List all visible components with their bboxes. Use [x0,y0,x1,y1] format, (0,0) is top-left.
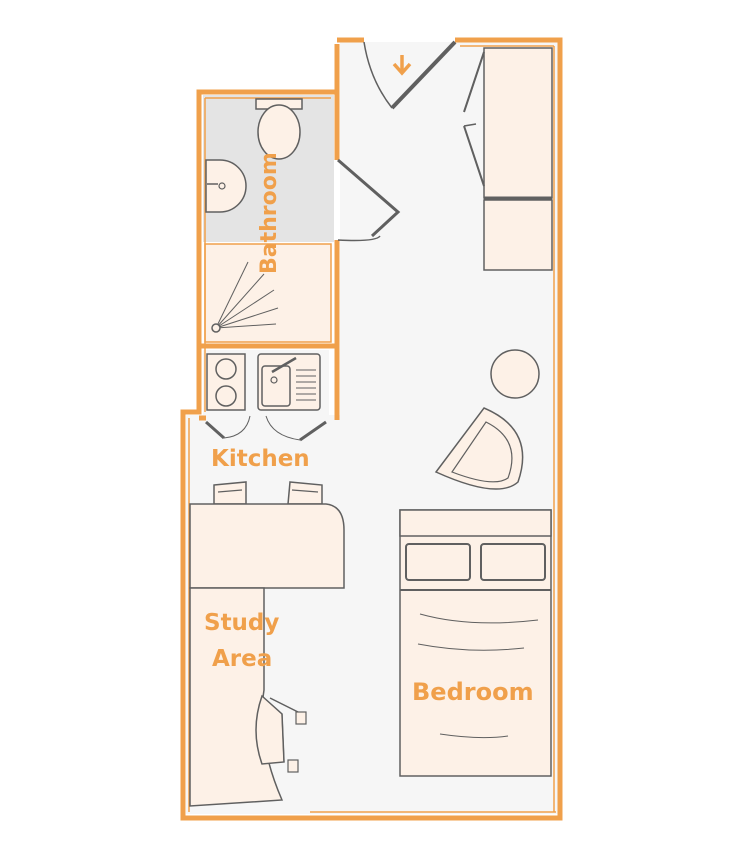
sink-basin [205,159,247,213]
duvet-fold-1 [419,613,539,624]
study-area-label-line1: Study [204,610,279,636]
bathroom-door[interactable] [337,158,401,242]
shower-tray [204,243,332,343]
entrance-door-leaf [390,40,457,110]
pillow-right [480,543,546,581]
bathroom-door-swing [337,235,381,242]
cupboard-door-left [205,420,225,440]
wardrobe-door-1 [463,51,485,113]
hob-ring-top [215,358,237,380]
breakfast-bar [189,503,345,589]
side-table [490,349,540,399]
hob-frame [206,353,246,411]
bathroom-label: Bathroom [257,152,282,274]
down-arrow-icon [392,55,412,76]
cupboard-swing-right [265,415,301,441]
toilet-bowl [257,104,301,160]
study-area-label-line2: Area [212,646,272,672]
draining-board [296,369,316,401]
entrance-door-swing [363,41,393,109]
interior-lines [188,45,556,813]
duvet-fold-2 [417,643,525,651]
kitchen-sink-drain [270,376,278,384]
cupboard-door-right [299,420,327,442]
desk-chair [255,694,307,773]
kitchen-cupboard-doors [205,415,327,442]
bar-stool-left [213,481,247,505]
walls [180,37,563,821]
wardrobe [463,47,553,271]
toilet [255,98,303,160]
bar-stool-right [287,481,323,505]
cupboard-swing-left [223,415,251,439]
wardrobe-handle [463,123,477,127]
headboard [399,509,552,537]
outer-wall [180,37,563,821]
pillow-left [405,543,471,581]
lounge-chair [434,407,524,490]
sink [205,159,247,213]
wardrobe-upper [483,47,553,199]
wardrobe-door-2 [463,125,485,187]
wardrobe-lower [483,199,553,271]
duvet-fold-3 [439,733,509,739]
bathroom-door-leaf [337,158,401,238]
sink-drain [218,182,226,190]
kitchen-tap [271,356,297,374]
bedroom-label: Bedroom [412,678,534,706]
hob-ring-bottom [215,385,237,407]
hob [206,353,246,411]
kitchen-sink [257,353,321,411]
shower-icon [211,261,279,333]
bed [399,509,552,777]
entrance-door[interactable] [363,40,457,110]
kitchen-label: Kitchen [211,446,310,472]
kitchen-sink-bowl [261,365,291,407]
